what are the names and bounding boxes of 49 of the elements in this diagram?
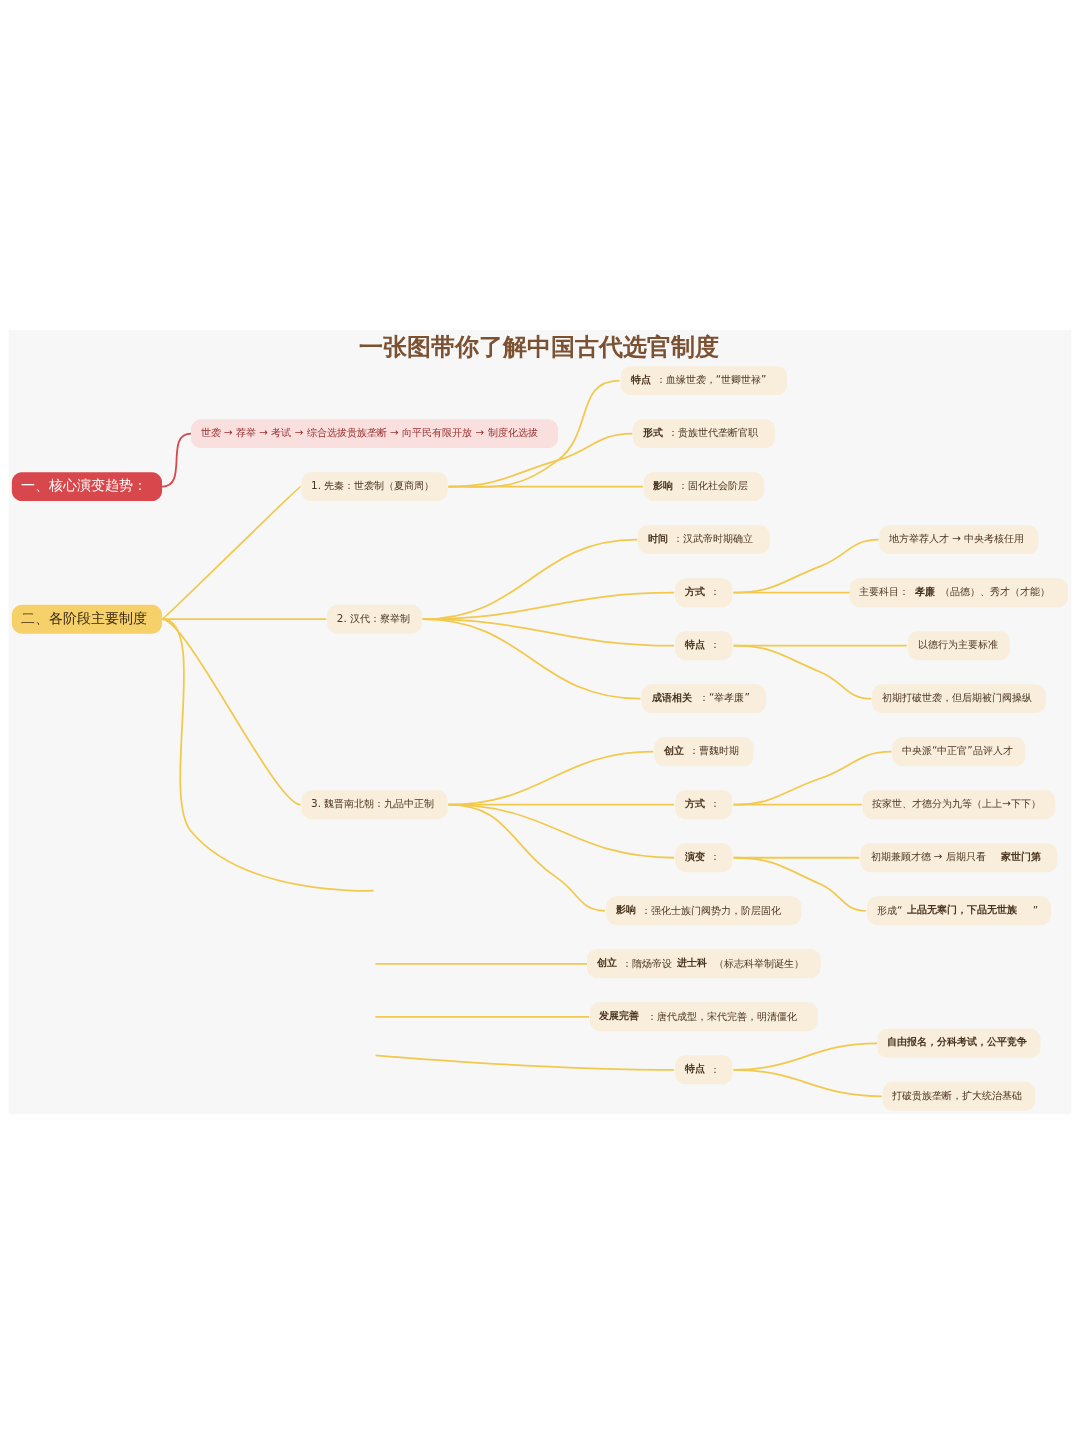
- node-box: 一、核心演变趋势：: [11, 471, 163, 501]
- connector: [732, 538, 880, 594]
- connector: [374, 1015, 590, 1018]
- node-box: 成语相关：“举孝廉”: [641, 683, 767, 713]
- node-box: 创立：曹魏时期: [654, 736, 754, 766]
- node-box: 演变：: [675, 842, 733, 872]
- connector: [421, 617, 642, 700]
- node-box: 初期兼顾才德 → 后期只看家世门第: [860, 842, 1058, 872]
- node-box: 形成“上品无寒门，下品无世族”: [866, 895, 1051, 925]
- node-box: 按家世、才德分为九等（上上→下下）: [862, 789, 1056, 819]
- node-box: 特点：血缘世袭，“世卿世禄”: [620, 365, 787, 395]
- node-box: 2. 汉代：察举制: [327, 604, 422, 634]
- node-box: 初期打破世袭，但后期被门阀操纵: [872, 683, 1046, 713]
- connector: [447, 803, 606, 912]
- node-box: 方式：: [675, 577, 733, 607]
- node-box: 形式：贵族世代垄断官职: [632, 418, 775, 448]
- connector: [374, 1054, 676, 1071]
- connector: [732, 803, 863, 806]
- node-box: 创立：隋炀帝设进士科（标志科举制诞生）: [587, 948, 821, 978]
- node-box: 主要科目：孝廉（品德）、秀才（才能）: [849, 577, 1069, 607]
- connector: [732, 1068, 883, 1097]
- connector: [732, 750, 893, 806]
- node-box: 打破贵族垄断，扩大统治基础: [882, 1081, 1036, 1111]
- node-box: 二、各阶段主要制度: [11, 604, 163, 634]
- connector: [732, 591, 851, 594]
- connector: [732, 856, 867, 912]
- connector: [161, 617, 302, 806]
- connector: [161, 617, 328, 620]
- node-box: 3. 魏晋南北朝：九品中正制: [301, 789, 448, 819]
- node-box: 影响：强化士族门阀势力，阶层固化: [606, 895, 802, 925]
- diagram-title: 一张图带你了解中国古代选官制度: [358, 332, 719, 361]
- connector: [732, 644, 873, 700]
- node-box: 时间：汉武帝时期确立: [638, 524, 770, 554]
- connector: [374, 962, 588, 965]
- node-box: 特点：: [675, 630, 733, 660]
- node-box: 发展完善：唐代成型，宋代完善，明清僵化: [589, 1001, 818, 1031]
- node-box: 中央派“中正官”品评人才: [892, 736, 1026, 766]
- node-box: 以德行为主要标准: [907, 630, 1010, 660]
- connector: [161, 485, 302, 620]
- connector: [447, 485, 644, 488]
- node-box: 1. 先秦：世袭制（夏商周）: [301, 471, 448, 501]
- node-box: 特点：: [675, 1054, 733, 1084]
- node-box: 世袭 → 荐举 → 考试 → 综合选拔贵族垄断 → 向平民有限开放 → 制度化选拔: [191, 418, 559, 448]
- node-box: 自由报名，分科考试，公平竞争: [877, 1028, 1041, 1058]
- node-box: 方式：: [675, 789, 733, 819]
- node-box: 地方举荐人才 → 中央考核任用: [879, 524, 1039, 554]
- connector: [161, 432, 192, 488]
- node-box: 影响：固化社会阶层: [643, 471, 765, 501]
- connector: [161, 617, 375, 892]
